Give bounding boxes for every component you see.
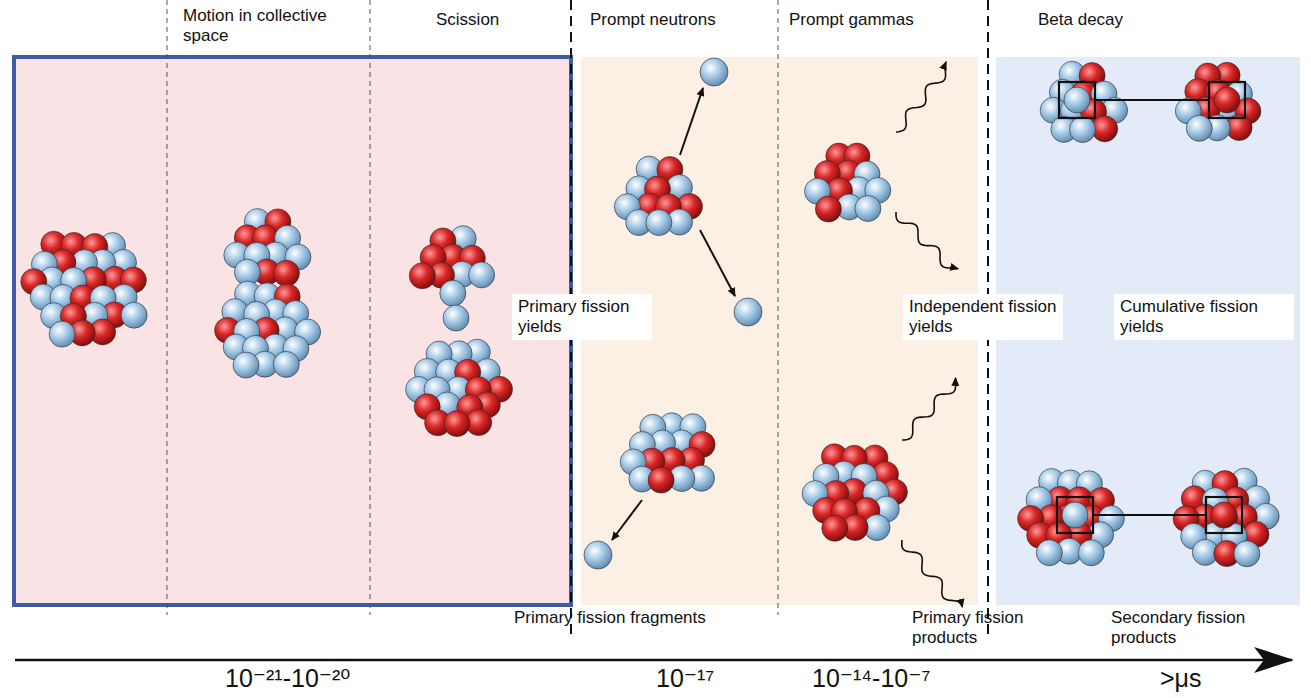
neutron: [440, 280, 466, 306]
neutron: [1078, 540, 1104, 566]
neutron: [1062, 502, 1088, 528]
time-scale: 10⁻¹⁷: [656, 664, 736, 692]
yield-label: Primary fission yields: [518, 297, 646, 337]
panel-border: [14, 57, 571, 605]
gamma-ray: [896, 62, 946, 132]
gamma-ray: [896, 212, 958, 269]
proton: [1211, 502, 1237, 528]
yield-label: Cumulative fission yields: [1120, 297, 1288, 337]
proton: [815, 196, 841, 222]
decay-box: [1059, 82, 1095, 118]
stage-product: Secondary fission products: [1111, 608, 1306, 648]
stage-title: Motion in collective space: [183, 6, 363, 46]
stage-title: Prompt neutrons: [590, 10, 770, 30]
proton: [648, 467, 674, 493]
proton: [273, 260, 299, 286]
neutron: [584, 541, 612, 569]
yield-label-box: Independent fission yields: [903, 294, 1063, 340]
neutron: [1070, 117, 1096, 143]
yield-label-box: Primary fission yields: [512, 294, 652, 340]
neutron: [1186, 115, 1212, 141]
proton: [1214, 87, 1240, 113]
stage-title: Prompt gammas: [789, 10, 969, 30]
neutron: [233, 352, 259, 378]
yield-label-box: Cumulative fission yields: [1114, 294, 1294, 340]
neutron: [121, 302, 147, 328]
gamma-ray: [902, 540, 963, 607]
proton: [444, 411, 470, 437]
neutron: [273, 351, 299, 377]
yield-label: Independent fission yields: [909, 297, 1057, 337]
decay-box: [1209, 82, 1245, 118]
neutron: [734, 298, 762, 326]
stage-product: Primary fission fragments: [514, 608, 709, 628]
decay-link: [1095, 99, 1209, 101]
proton: [822, 515, 848, 541]
dashed-dividers: [167, 0, 778, 615]
pink-panel: [14, 57, 571, 605]
gamma-ray: [902, 378, 956, 440]
neutron: [1064, 87, 1090, 113]
neutron: [49, 321, 75, 347]
time-scale: >μs: [1160, 664, 1240, 692]
nuclei: [21, 58, 1279, 569]
neutron: [646, 210, 672, 236]
stage-title: Beta decay: [1038, 10, 1198, 30]
neutron: [1036, 540, 1062, 566]
decay-box: [1057, 497, 1093, 533]
neutron: [700, 58, 728, 86]
neutron: [1234, 541, 1260, 567]
time-scale: 10⁻²¹-10⁻²⁰: [225, 664, 425, 692]
decay-link: [1093, 514, 1206, 516]
neutron: [855, 196, 881, 222]
proton: [409, 263, 435, 289]
neutron: [469, 262, 495, 288]
stage-product: Primary fission products: [912, 608, 1077, 648]
time-scale: 10⁻¹⁴-10⁻⁷: [812, 664, 972, 692]
stage-title: Scission: [436, 10, 556, 30]
time-axis: [15, 659, 1292, 662]
decay-box: [1206, 497, 1242, 533]
neutron: [443, 305, 469, 331]
